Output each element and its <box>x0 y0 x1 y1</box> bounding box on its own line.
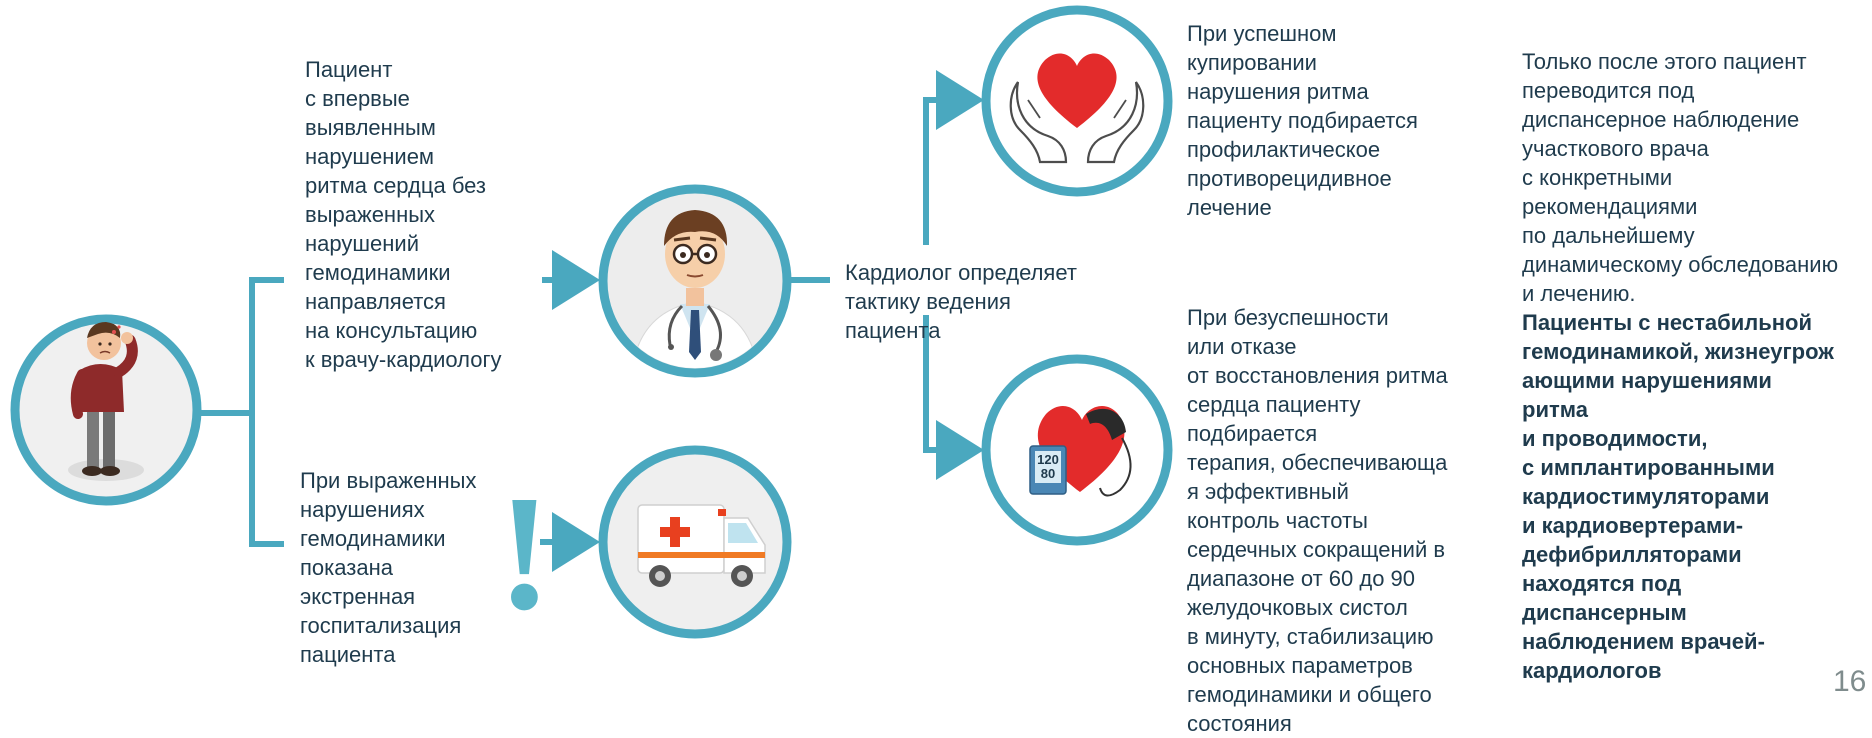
bp-systolic-value: 120 <box>1037 452 1059 467</box>
patient-circle <box>10 314 202 506</box>
heart-in-hands-icon <box>1009 53 1145 164</box>
prevention-circle <box>981 5 1173 197</box>
patient-referral-text: Пациент с впервые выявленным нарушением … <box>305 57 502 372</box>
heart-shape <box>1037 53 1117 128</box>
page-number: 16 <box>1833 665 1867 698</box>
exclamation-mark: ! <box>497 461 552 644</box>
bp-diastolic-value: 80 <box>1041 466 1055 481</box>
doctor-icon <box>631 210 759 368</box>
sick-patient-icon <box>68 322 144 481</box>
ambulance-circle <box>598 445 792 639</box>
connectors <box>197 70 984 572</box>
ambulance-icon <box>637 504 766 587</box>
dispensary-observation-text: Только после этого пациент переводится п… <box>1522 49 1839 306</box>
therapy-circle: 120 80 <box>981 354 1173 546</box>
heart-bp-monitor-icon: 120 80 <box>1029 406 1132 497</box>
cardiologist-tactics-text: Кардиолог определяет тактику ведения пац… <box>845 260 1077 343</box>
emergency-hospitalization-text: При выраженных нарушениях гемодинамики п… <box>300 468 477 667</box>
rate-control-therapy-text: При безуспешности или отказе от восстано… <box>1187 305 1448 736</box>
successful-rhythm-control-text: При успешном купировании нарушения ритма… <box>1187 21 1418 220</box>
cardiologist-circle <box>598 184 792 378</box>
high-risk-patients-text: Пациенты с нестабильной гемодинамикой, ж… <box>1522 310 1834 683</box>
